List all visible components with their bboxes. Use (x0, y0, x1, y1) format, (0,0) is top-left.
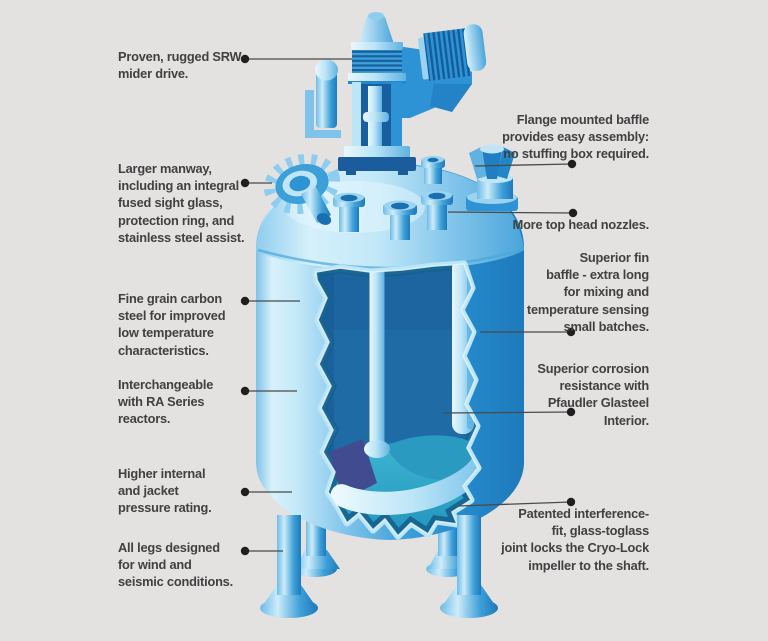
callout-glasteel-interior: Superior corrosion resistance with Pfaud… (537, 361, 649, 428)
callout-manway: Larger manway, including an integral fus… (118, 161, 245, 245)
head-fittings (263, 144, 518, 240)
drive-motor (418, 24, 487, 81)
callout-cryo-lock: Patented interference- fit, glass-toglas… (501, 506, 649, 573)
top-head-nozzles (333, 190, 453, 240)
callout-fin-baffle: Superior fin baffle - extra long for mix… (526, 250, 649, 334)
callout-legs: All legs designed for wind and seismic c… (118, 540, 233, 590)
leader-lines (240, 54, 578, 556)
leader-dots (240, 54, 578, 556)
callout-pressure-rating: Higher internal and jacket pressure rati… (118, 466, 212, 516)
drive-bracket (305, 90, 341, 138)
agitator-shaft (369, 264, 385, 452)
flange-baffle-mount (466, 144, 518, 211)
callout-carbon-steel: Fine grain carbon steel for improved low… (118, 291, 226, 358)
rear-nozzle (421, 155, 445, 184)
front-legs (260, 515, 498, 618)
callout-interchangeable: Interchangeable with RA Series reactors. (118, 377, 214, 427)
srw-drive-assembly (305, 12, 487, 175)
callout-srw-drive: Proven, rugged SRW mider drive. (118, 49, 242, 82)
cryo-lock-impeller (329, 435, 478, 515)
callout-flange-baffle: Flange mounted baffle provides easy asse… (502, 112, 649, 162)
callout-top-head-nozzles: More top head nozzles. (512, 217, 650, 232)
manway (263, 153, 341, 225)
